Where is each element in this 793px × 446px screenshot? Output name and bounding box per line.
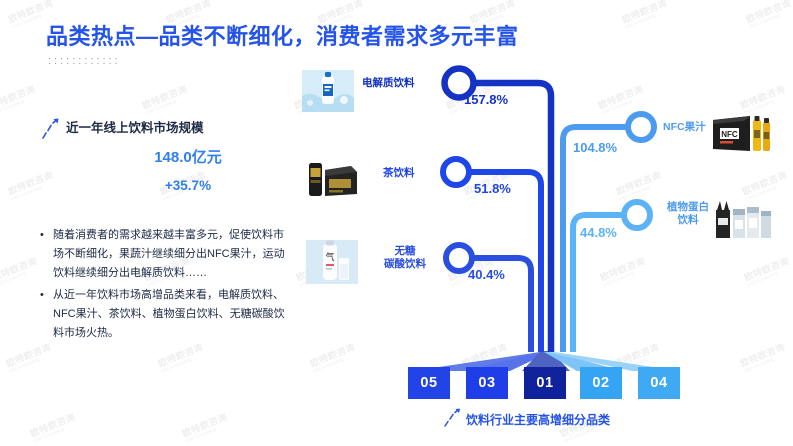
- category-label-line2: 碳酸饮料: [384, 258, 426, 270]
- category-label-line2: 饮料: [677, 214, 699, 226]
- category-label-line1: 植物蛋白: [667, 201, 709, 213]
- bullet-text: 随着消费者的需求越来越丰富多元，促使饮料市场不断细化，果蔬汁继续细分出NFC果汁…: [53, 229, 285, 279]
- value-label-nfc: 104.8%: [573, 140, 618, 155]
- bullet-text: 从近一年饮料市场高增品类来看，电解质饮料、NFC果汁、茶饮料、植物蛋白饮料、无糖…: [53, 289, 285, 339]
- stat-title: 近一年线上饮料市场规模: [66, 121, 204, 135]
- value-label-electrolyte: 157.8%: [464, 92, 509, 107]
- fan-05: [412, 352, 548, 371]
- rank-box-05[interactable]: 05: [408, 367, 450, 399]
- fan-04: [545, 352, 680, 371]
- value-label-sugarfree: 40.4%: [468, 267, 505, 282]
- node-ring-electrolyte: [441, 65, 477, 101]
- page-title: 品类热点—品类不断细化，消费者需求多元丰富: [46, 24, 519, 49]
- bullet-dot-icon: •: [40, 229, 44, 241]
- electrolyte-drink-thumbnail: [302, 70, 354, 112]
- category-label-line1: 无糖: [394, 245, 416, 257]
- connector-tea: [471, 169, 544, 352]
- list-item: • 随着消费者的需求越来越丰富多元，促使饮料市场不断细化，果蔬汁继续细分出NFC…: [40, 226, 292, 283]
- node-ring-sugarfree: [443, 242, 475, 274]
- category-label-sugarfree: 无糖 碳酸饮料: [370, 245, 440, 271]
- category-label-tea: 茶饮料: [383, 167, 415, 179]
- trend-up-arrow-icon: [443, 408, 463, 428]
- category-label-nfc: NFC果汁: [663, 121, 706, 133]
- value-label-plantprotein: 44.8%: [580, 225, 617, 240]
- connector-plantprotein: [570, 212, 622, 352]
- svg-text:气: 气: [325, 251, 334, 262]
- bullet-list: • 随着消费者的需求越来越丰富多元，促使饮料市场不断细化，果蔬汁继续细分出NFC…: [40, 226, 292, 346]
- node-ring-tea: [440, 156, 472, 188]
- connector-nfc: [560, 124, 626, 352]
- fan-01: [522, 351, 570, 371]
- trend-up-arrow-icon: [40, 118, 62, 140]
- bullet-dot-icon: •: [40, 289, 44, 301]
- chart-caption: 饮料行业主要高增细分品类: [466, 413, 611, 427]
- rank-box-01[interactable]: 01: [524, 367, 566, 399]
- rank-box-02[interactable]: 02: [580, 367, 622, 399]
- rank-box-04[interactable]: 04: [638, 367, 680, 399]
- category-label-electrolyte: 电解质饮料: [362, 77, 415, 89]
- connector-sugarfree: [474, 255, 534, 352]
- stat-header: 近一年线上饮料市场规模: [40, 118, 290, 140]
- connector-electrolyte: [474, 79, 555, 352]
- value-label-tea: 51.8%: [474, 181, 511, 196]
- title-dot-separator: ::::::::::::: [48, 55, 121, 67]
- node-ring-plantprotein: [621, 199, 653, 231]
- node-ring-nfc: [625, 111, 657, 143]
- category-label-plantprotein: 植物蛋白 饮料: [657, 201, 719, 227]
- fan-02: [544, 352, 623, 371]
- list-item: • 从近一年饮料市场高增品类来看，电解质饮料、NFC果汁、茶饮料、植物蛋白饮料、…: [40, 286, 292, 343]
- plant-protein-drink-thumbnail: [712, 198, 774, 244]
- tea-drink-thumbnail: [305, 158, 361, 202]
- sugar-free-soda-thumbnail: 气: [306, 240, 358, 284]
- left-stats-panel: 近一年线上饮料市场规模 148.0亿元 +35.7%: [40, 118, 290, 193]
- svg-text:NFC: NFC: [721, 130, 738, 139]
- rank-box-03[interactable]: 03: [466, 367, 508, 399]
- nfc-juice-thumbnail: NFC: [710, 112, 772, 156]
- fan-03: [464, 352, 550, 371]
- stat-growth: +35.7%: [164, 178, 212, 193]
- stat-value: 148.0亿元: [154, 149, 222, 166]
